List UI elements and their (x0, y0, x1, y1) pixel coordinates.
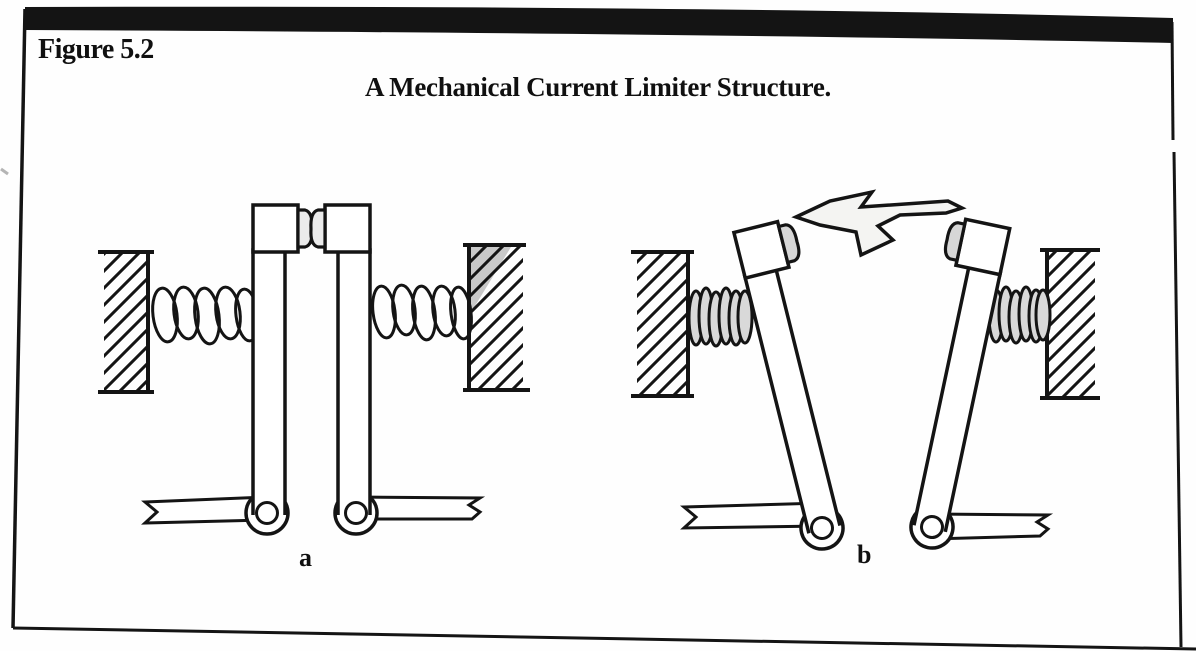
wall-block-right (1040, 248, 1100, 400)
wall-block-left (98, 250, 154, 394)
diagram-b (631, 189, 1100, 556)
figure-number: Figure 5.2 (38, 34, 154, 65)
bus-bar-left (679, 501, 824, 530)
limiter-arm-right (309, 203, 379, 536)
figure-title: A Mechanical Current Limiter Structure. (365, 72, 831, 102)
spring-left (151, 285, 260, 346)
limiter-arm-left (244, 203, 314, 536)
frame-top-bar (25, 6, 1173, 43)
panel-b-label: b (857, 540, 872, 569)
wall-block-left (631, 250, 694, 398)
limiter-arm-right (881, 214, 1019, 554)
bus-bar-left (141, 495, 269, 525)
spring-right (371, 283, 473, 342)
diagram-a (98, 203, 530, 536)
panel-a-label: a (299, 543, 312, 572)
wall-block-right (463, 243, 530, 392)
arc-lightning-bolt (791, 189, 967, 258)
spring-right-compressed (987, 285, 1052, 345)
spring-left-compressed (687, 286, 754, 348)
scan-artifact (0, 167, 9, 176)
